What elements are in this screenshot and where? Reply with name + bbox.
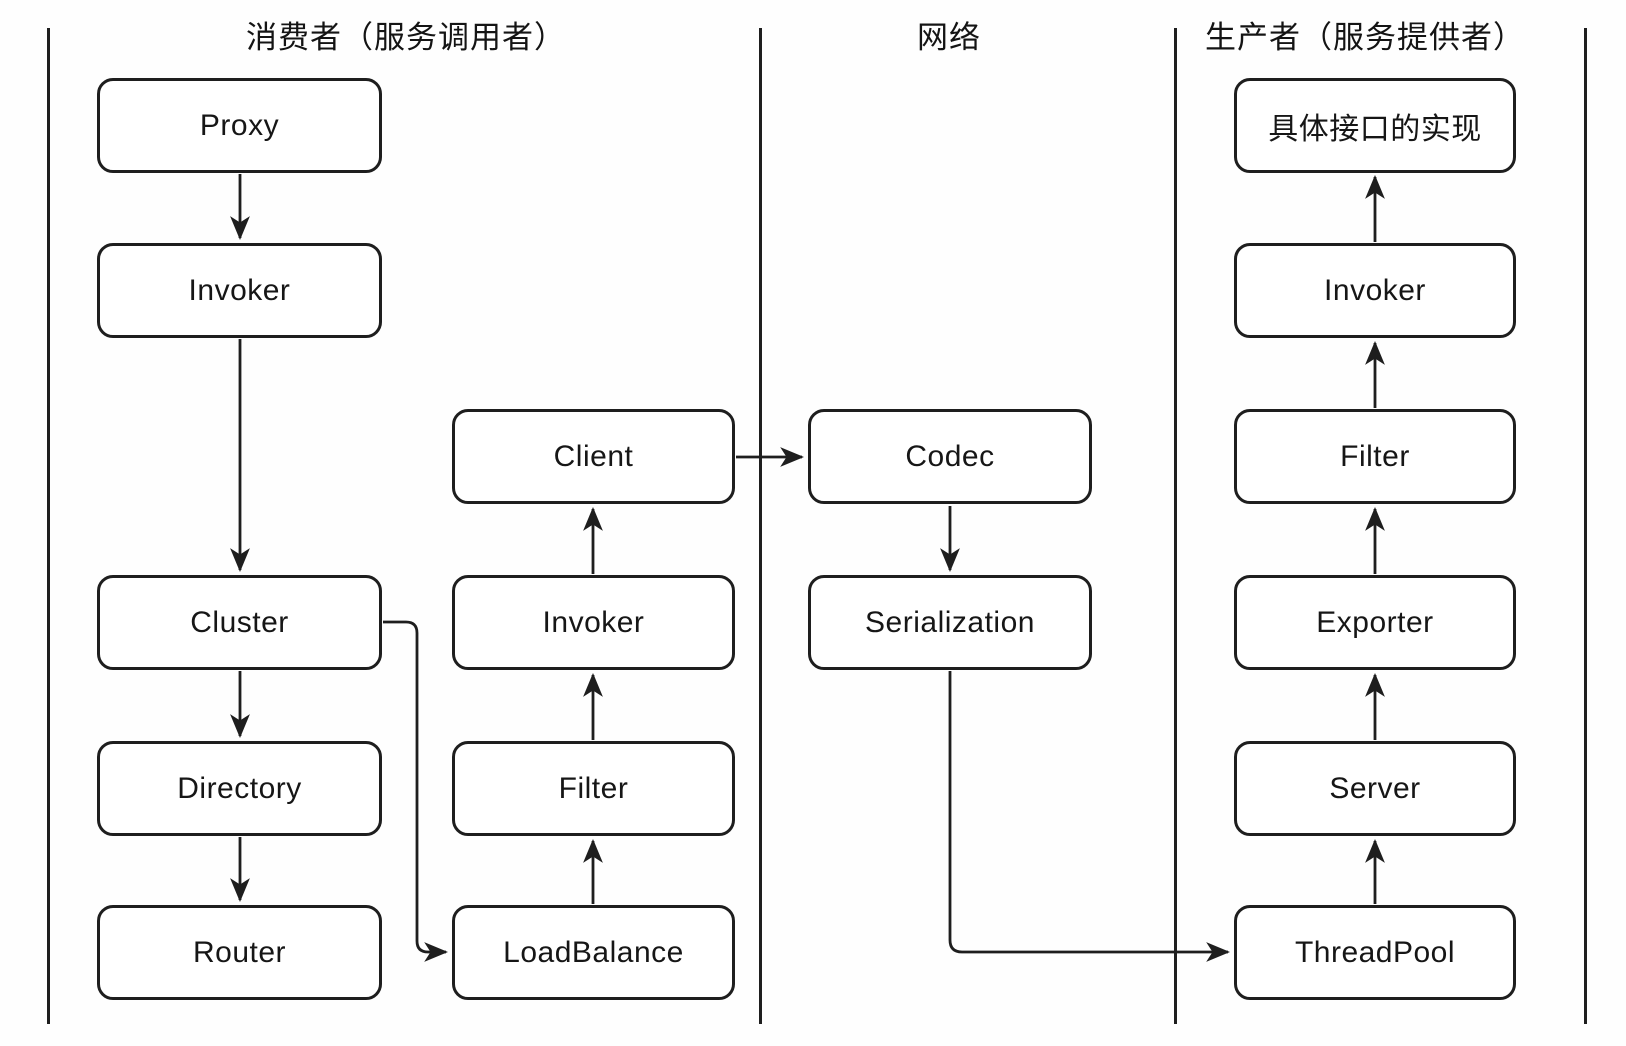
- section-header-consumer: 消费者（服务调用者）: [246, 20, 566, 55]
- node-serialization: Serialization: [808, 575, 1092, 670]
- section-divider-4: [1584, 28, 1587, 1024]
- node-impl: 具体接口的实现: [1234, 78, 1516, 173]
- node-proxy: Proxy: [97, 78, 382, 173]
- node-invoker-producer: Invoker: [1234, 243, 1516, 338]
- section-header-producer: 生产者（服务提供者）: [1205, 20, 1525, 55]
- node-filter-consumer: Filter: [452, 741, 735, 836]
- node-client: Client: [452, 409, 735, 504]
- node-threadpool: ThreadPool: [1234, 905, 1516, 1000]
- section-divider-2: [759, 28, 762, 1024]
- node-exporter: Exporter: [1234, 575, 1516, 670]
- section-header-network: 网络: [917, 20, 981, 55]
- node-filter-producer: Filter: [1234, 409, 1516, 504]
- node-server: Server: [1234, 741, 1516, 836]
- node-loadbalance: LoadBalance: [452, 905, 735, 1000]
- node-invoker-consumer: Invoker: [97, 243, 382, 338]
- section-divider-1: [47, 28, 50, 1024]
- section-divider-3: [1174, 28, 1177, 1024]
- node-directory: Directory: [97, 741, 382, 836]
- node-router: Router: [97, 905, 382, 1000]
- node-codec: Codec: [808, 409, 1092, 504]
- node-invoker-consumer-2: Invoker: [452, 575, 735, 670]
- node-cluster: Cluster: [97, 575, 382, 670]
